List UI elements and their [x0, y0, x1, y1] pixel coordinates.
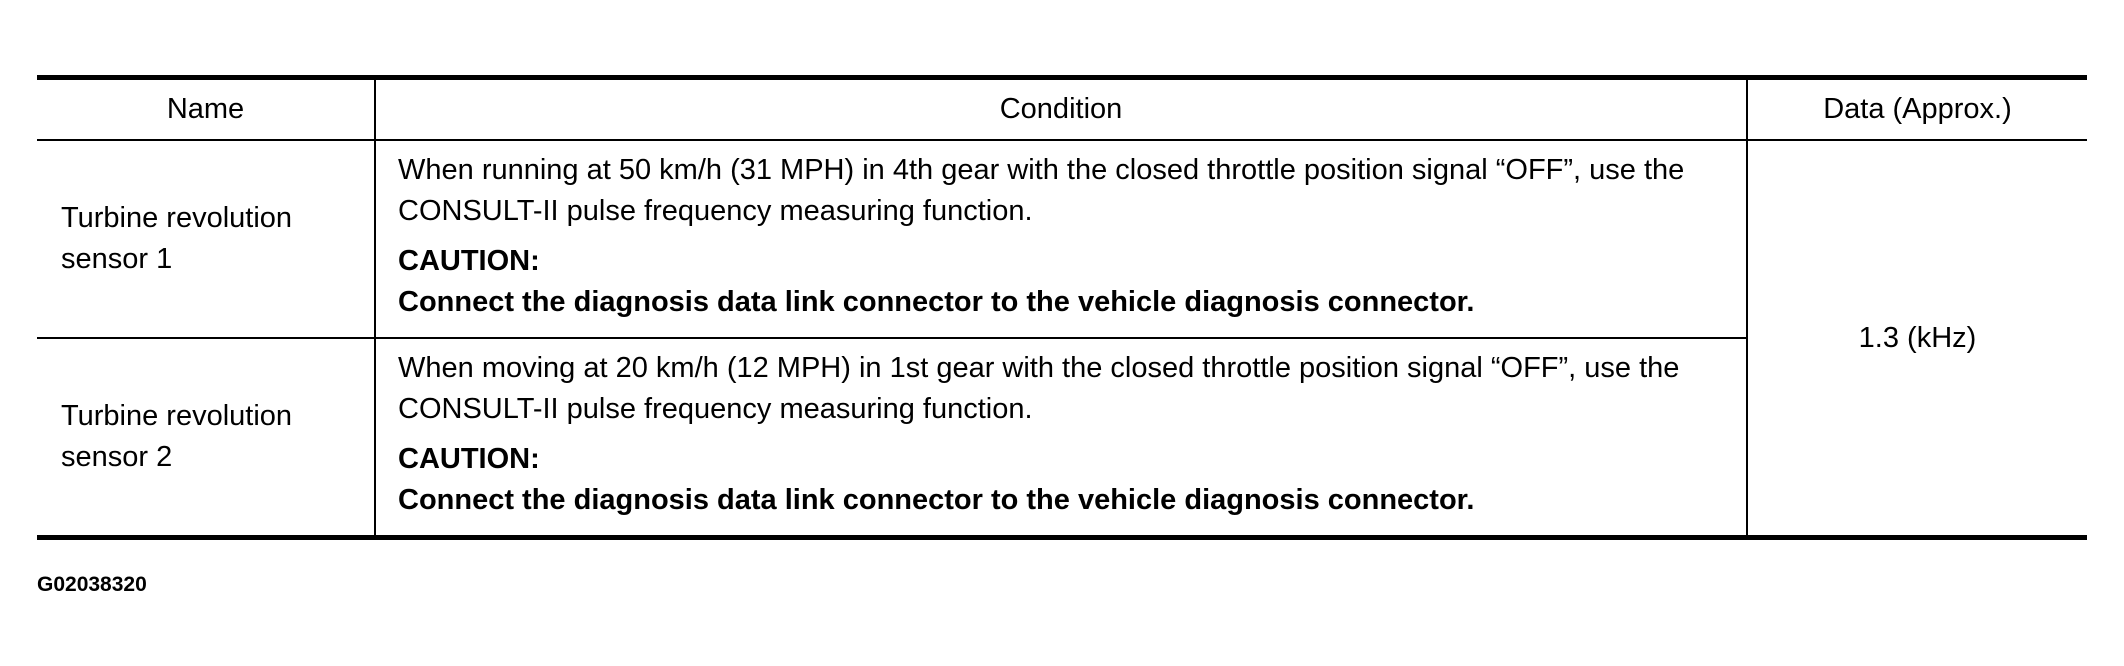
caution-text: Connect the diagnosis data link connecto… — [398, 286, 1475, 318]
caution-text: Connect the diagnosis data link connecto… — [398, 484, 1475, 516]
sensor-name-cell: Turbine revolution sensor 1 — [37, 140, 375, 339]
caution-title: CAUTION: — [398, 245, 540, 277]
specification-table: Name Condition Data (Approx.) Turbine re… — [37, 75, 2087, 540]
header-condition: Condition — [374, 77, 1747, 141]
table-row: Turbine revolution sensor 2 When moving … — [37, 338, 2087, 538]
condition-text: When moving at 20 km/h (12 MPH) in 1st g… — [398, 352, 1680, 425]
condition-text: When running at 50 km/h (31 MPH) in 4th … — [398, 154, 1685, 227]
caution-title: CAUTION: — [398, 443, 540, 475]
condition-cell: When running at 50 km/h (31 MPH) in 4th … — [374, 140, 1747, 339]
condition-cell: When moving at 20 km/h (12 MPH) in 1st g… — [374, 338, 1747, 538]
sensor-name-cell: Turbine revolution sensor 2 — [61, 400, 293, 473]
table-header-row: Name Condition Data (Approx.) — [37, 77, 2087, 141]
figure-id-label: G02038320 — [37, 573, 147, 596]
header-data: Data (Approx.) — [1746, 77, 2087, 141]
header-name: Name — [37, 77, 375, 141]
table-row: Turbine revolution sensor 1 When running… — [37, 140, 2087, 538]
data-value-cell: 1.3 (kHz) — [1746, 140, 2087, 538]
